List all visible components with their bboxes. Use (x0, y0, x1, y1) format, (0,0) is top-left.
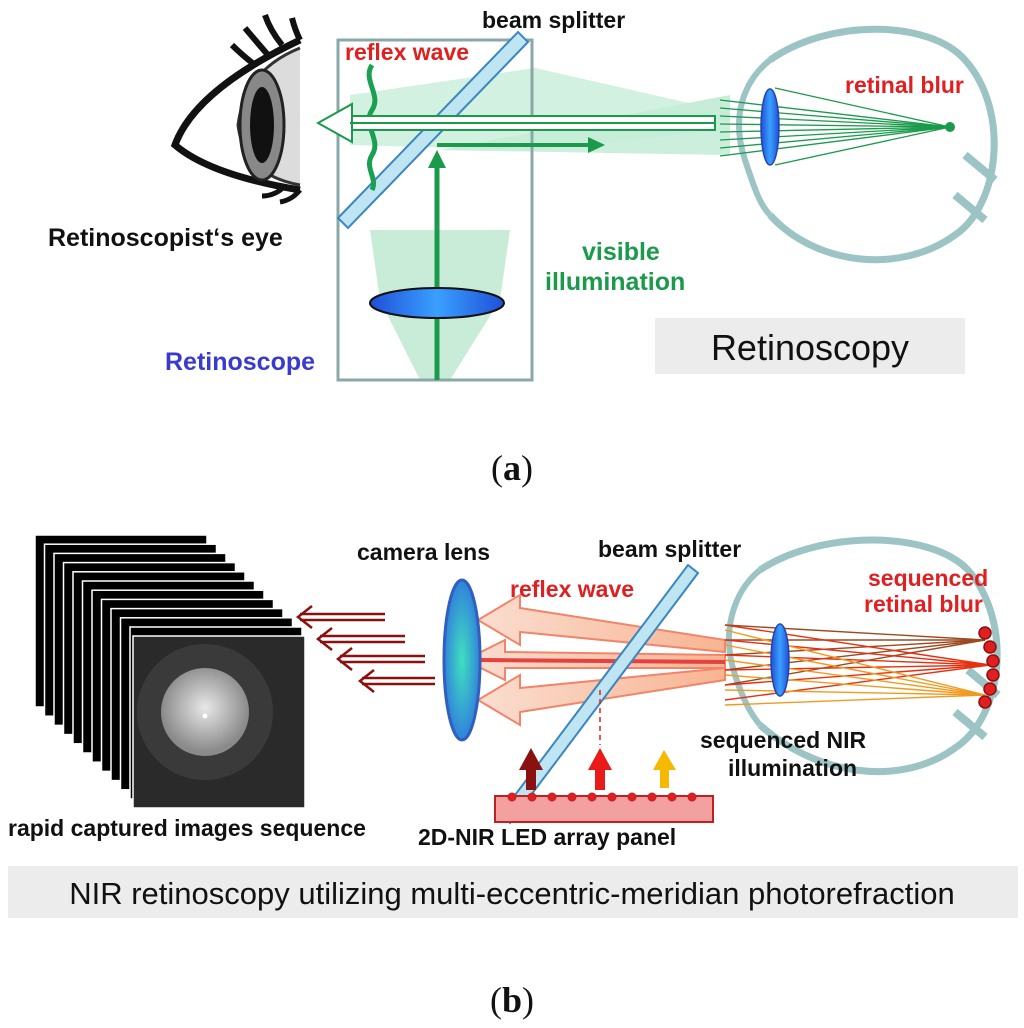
reflex-wave-a (366, 63, 378, 192)
caption-a: (a) (491, 448, 533, 488)
label-sequenced-retinal-blur: retinal blur (864, 591, 983, 617)
banner-b (8, 866, 1018, 918)
label-retinoscope: Retinoscope (165, 348, 315, 376)
corneal-glint (202, 713, 208, 719)
banner-b-text: NIR retinoscopy utilizing multi-eccentri… (69, 876, 955, 911)
captured-image-stack (34, 534, 306, 809)
label-sequenced: sequenced (868, 565, 988, 591)
caption-b: (b) (490, 980, 534, 1020)
label-beam-splitter-a: beam splitter (482, 7, 625, 33)
label-camera-lens: camera lens (357, 539, 490, 565)
camera-lens (442, 578, 482, 742)
retinoscope-lens (369, 287, 505, 319)
patient-eye-b-icon (724, 536, 1001, 775)
label-illumination-b: illumination (728, 755, 857, 781)
label-reflex-wave-b: reflex wave (510, 576, 634, 602)
label-beam-splitter-b: beam splitter (598, 536, 741, 562)
panel-b: camera lens beam splitter reflex wave se… (8, 534, 1018, 1020)
led-up-arrows (519, 748, 676, 790)
output-arrows (295, 605, 435, 693)
reflex-arrow-a (315, 102, 716, 144)
label-retinoscopist-eye: Retinoscopist‘s eye (48, 224, 283, 252)
banner-a (655, 318, 965, 374)
label-visible: visible (582, 238, 660, 266)
pupil-reflex (161, 668, 249, 756)
retinoscopist-eye-icon (170, 14, 303, 205)
led-array-panel (494, 792, 714, 823)
patient-eye-a-icon (719, 25, 998, 264)
retinal-blur-dots (978, 626, 1000, 709)
label-led-panel: 2D-NIR LED array panel (418, 824, 676, 850)
label-rapid-captured: rapid captured images sequence (8, 815, 366, 841)
label-reflex-wave-a: reflex wave (345, 39, 469, 65)
label-retinal-blur: retinal blur (845, 72, 964, 98)
panel-a: beam splitter reflex wave retinal blur R… (48, 7, 998, 488)
banner-a-text: Retinoscopy (711, 327, 909, 368)
label-sequenced-nir: sequenced NIR (700, 727, 867, 753)
label-illumination-a: illumination (545, 268, 685, 296)
